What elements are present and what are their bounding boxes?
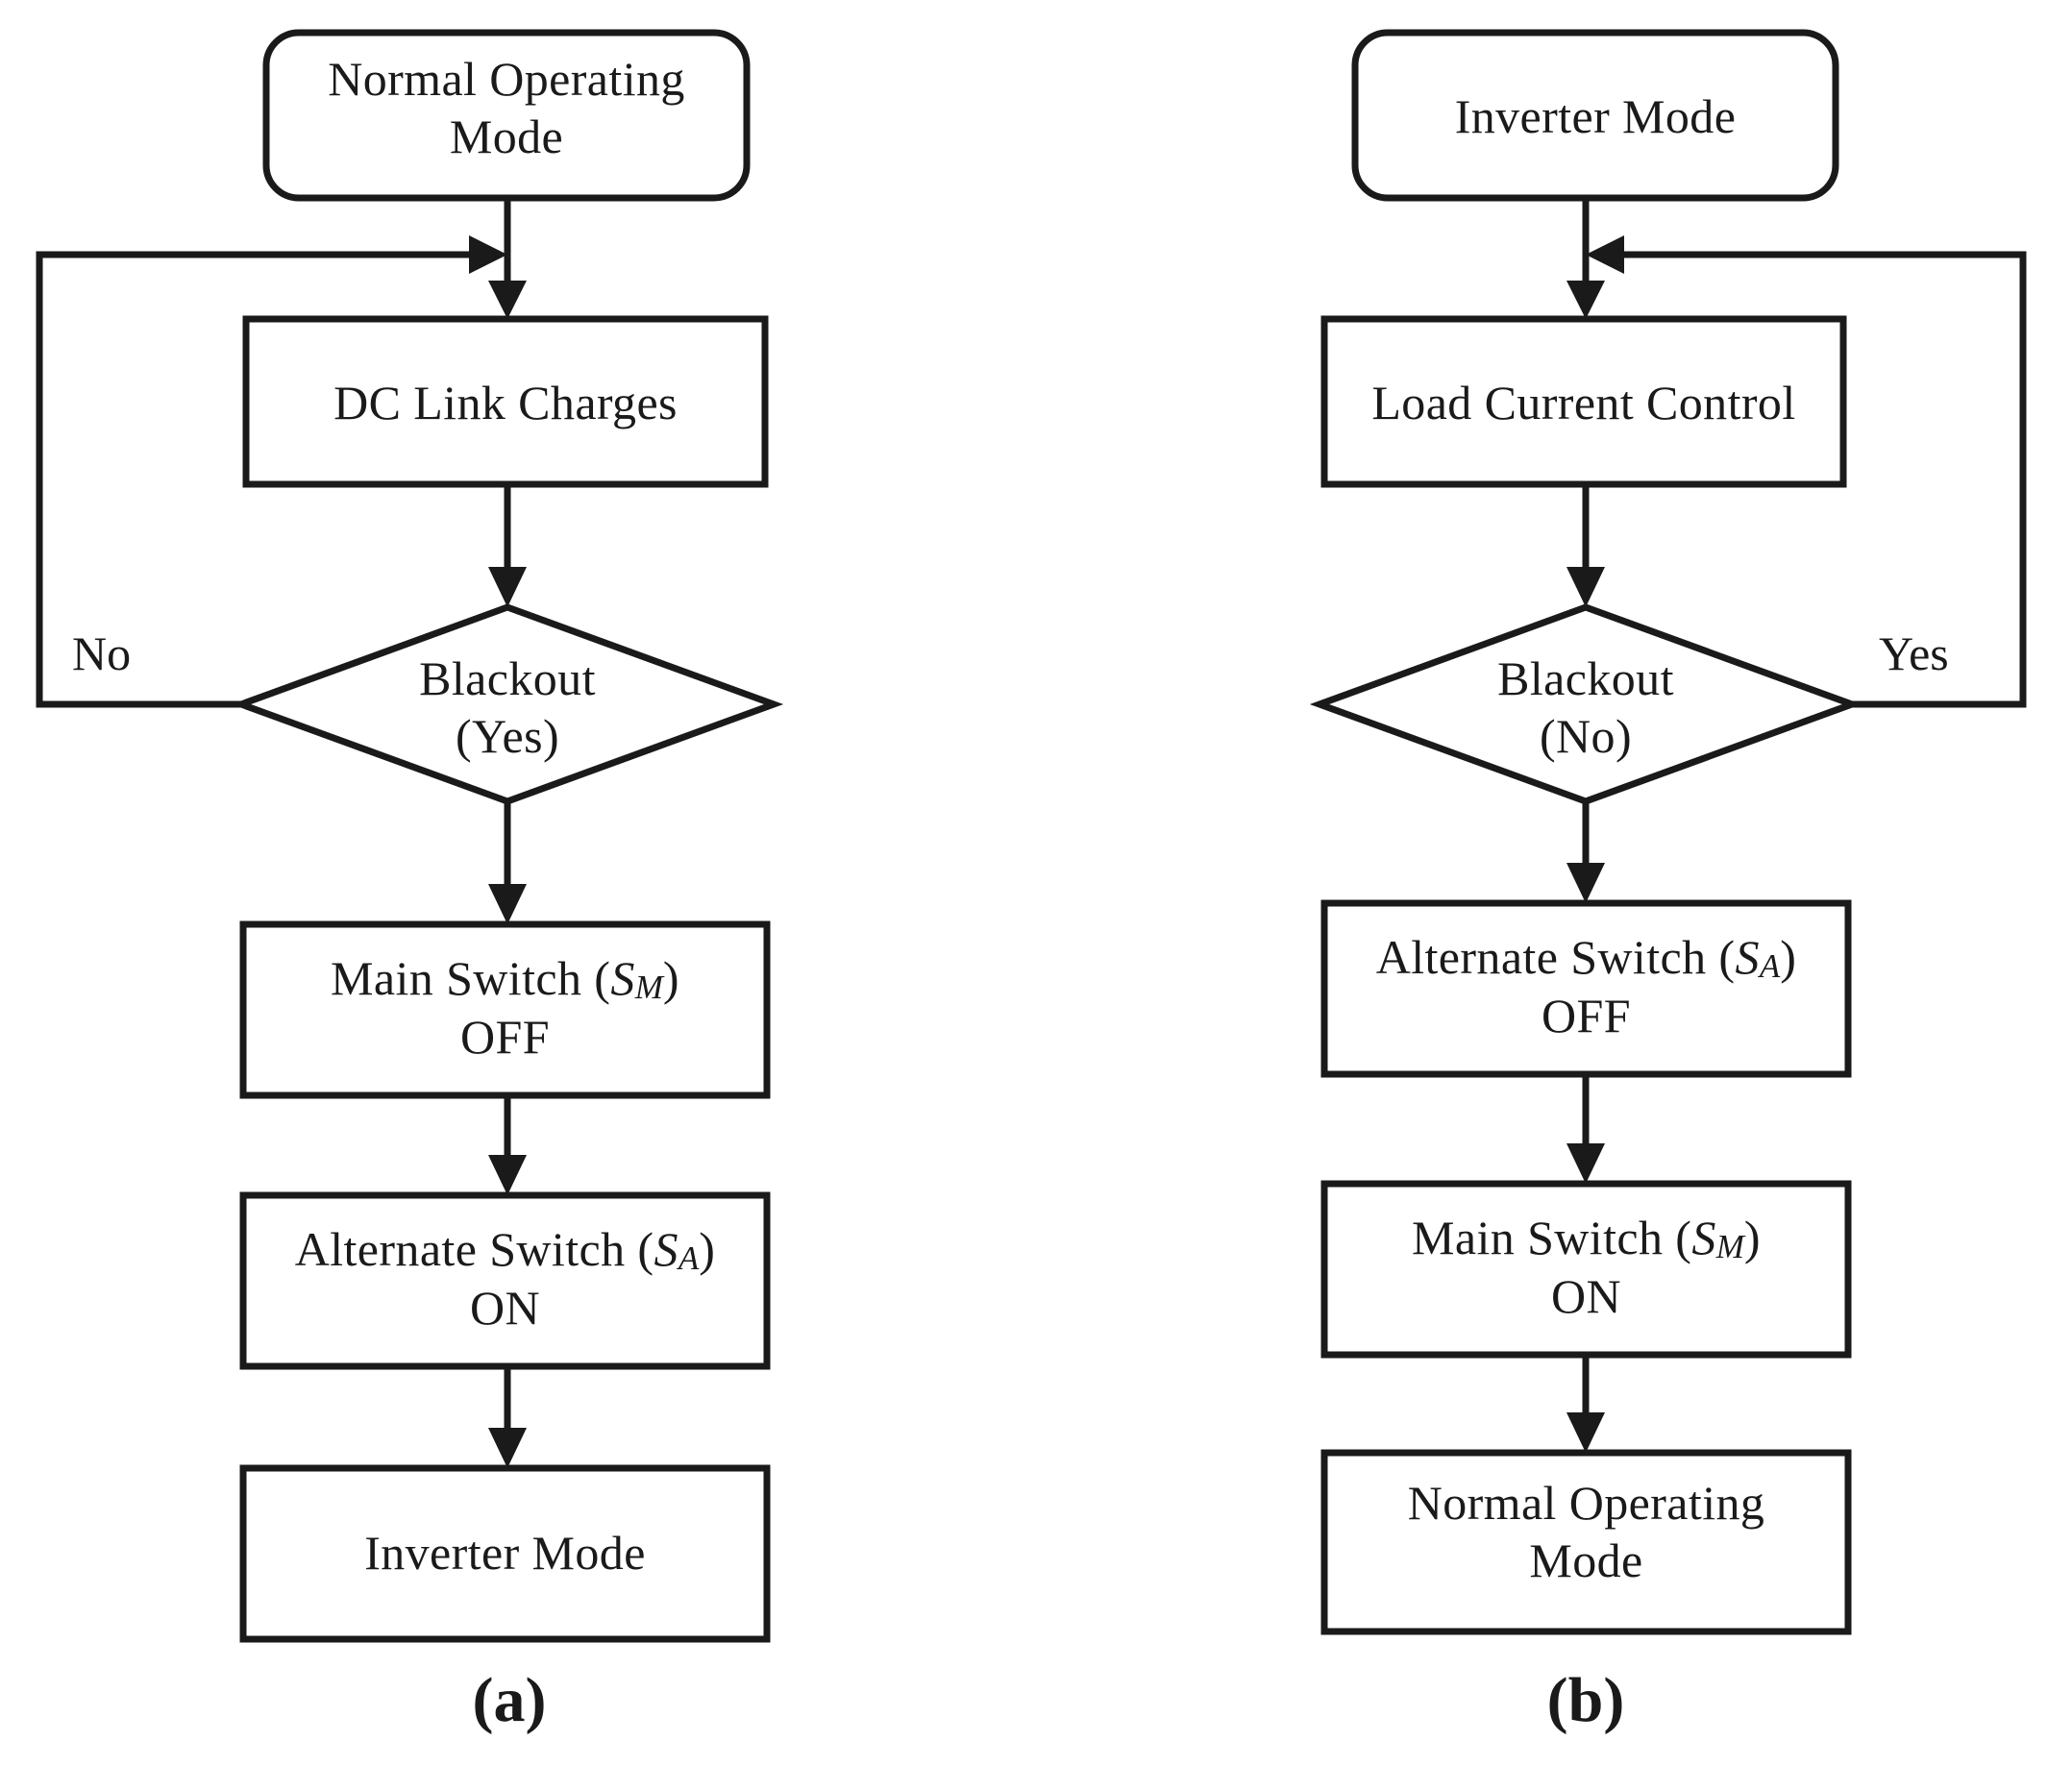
- edge-a1-a2-arrowhead: [488, 281, 527, 319]
- node-a-blackout-line1: Blackout: [419, 651, 596, 705]
- node-b-alternate-switch-off-label: Alternate Switch (SA) OFF: [1324, 928, 1848, 1044]
- node-a-main-switch-off: [239, 920, 771, 1099]
- edge-b5-b6-arrowhead: [1566, 1412, 1605, 1453]
- edge-a4-a5-arrowhead: [488, 1155, 527, 1195]
- edge-a-no-feedback-arrowhead: [469, 235, 507, 274]
- node-a-alternate-switch-on-label: Alternate Switch (SA) ON: [243, 1220, 767, 1337]
- edge-a5-a6-arrowhead: [488, 1428, 527, 1468]
- node-b-blackout-line2: (No): [1539, 709, 1632, 763]
- node-b-inverter-mode-label: Inverter Mode: [1454, 89, 1737, 143]
- node-a-dc-link-charges-label: DC Link Charges: [333, 376, 678, 429]
- node-a-main-switch-pre: Main Switch (: [331, 951, 611, 1005]
- edge-b-yes-label: Yes: [1879, 626, 1949, 680]
- node-b-inverter-mode: [1351, 29, 1839, 202]
- panel-b-caption: (b): [1546, 1665, 1625, 1735]
- edge-b-yes-feedback-arrowhead: [1586, 235, 1624, 274]
- edge-b4-b5-arrowhead: [1566, 1143, 1605, 1184]
- node-b-alt-switch-pre: Alternate Switch (: [1375, 930, 1736, 984]
- edge-a-no-label: No: [72, 626, 132, 680]
- edge-a2-a3-arrowhead: [488, 567, 527, 607]
- node-b-load-current-control-label: Load Current Control: [1371, 376, 1796, 429]
- node-a-blackout-line2: (Yes): [455, 709, 560, 763]
- node-b-load-current-control: [1320, 315, 1847, 488]
- edge-b2-b3-arrowhead: [1566, 567, 1605, 607]
- node-b-blackout-decision-label: Blackout(No): [1394, 650, 1778, 765]
- node-b-main-switch-symbol: SM: [1691, 1211, 1744, 1266]
- node-a-main-switch-subscript: M: [634, 969, 663, 1007]
- node-a-alt-switch-pre: Alternate Switch (: [294, 1222, 654, 1276]
- node-a-alt-switch-symbol: SA: [654, 1222, 700, 1278]
- node-a-blackout-decision-label: Blackout(Yes): [315, 650, 700, 765]
- edge-a3-a4-arrowhead: [488, 884, 527, 924]
- node-a-alt-switch-subscript: A: [678, 1239, 700, 1278]
- edge-b-yes-feedback-path: [1613, 251, 2027, 708]
- node-b-alt-switch-state: OFF: [1542, 989, 1631, 1043]
- node-a-inverter-mode-label: Inverter Mode: [364, 1526, 646, 1580]
- node-b-alt-switch-symbol: SA: [1735, 930, 1781, 986]
- node-a-alternate-switch-on: [239, 1191, 771, 1370]
- node-a-main-switch-symbol: SM: [610, 951, 663, 1007]
- node-b-main-switch-on-label: Main Switch (SM) ON: [1324, 1209, 1848, 1325]
- node-a-alt-switch-state: ON: [469, 1281, 541, 1336]
- edge-b3-b4-arrowhead: [1566, 863, 1605, 903]
- node-b-main-switch-pre: Main Switch (: [1412, 1211, 1692, 1264]
- node-b-blackout-line1: Blackout: [1497, 651, 1674, 705]
- node-b-main-switch-on: [1320, 1180, 1852, 1359]
- node-b-alt-switch-post: ): [1780, 930, 1797, 984]
- node-b-normal-operating-mode-label: Normal Operating Mode: [1407, 1476, 1765, 1587]
- node-b-alternate-switch-off: [1320, 899, 1852, 1078]
- node-b-alt-switch-subscript: A: [1759, 947, 1781, 986]
- node-b-main-switch-post: ): [1743, 1211, 1761, 1264]
- node-a-alt-switch-post: ): [699, 1222, 716, 1276]
- node-a-main-switch-post: ): [662, 951, 679, 1005]
- node-b-main-switch-state: ON: [1550, 1269, 1622, 1324]
- edge-a-no-feedback-path: [36, 251, 481, 708]
- edge-b1-b2-arrowhead: [1566, 281, 1605, 319]
- panel-a-caption: (a): [472, 1665, 547, 1735]
- node-a-main-switch-off-label: Main Switch (SM) OFF: [243, 949, 767, 1066]
- node-b-main-switch-subscript: M: [1715, 1228, 1744, 1266]
- node-a-main-switch-state: OFF: [460, 1010, 550, 1065]
- node-a-inverter-mode: [239, 1464, 771, 1643]
- node-b-normal-operating-mode: [1320, 1449, 1852, 1635]
- node-a-normal-operating-mode-label: Normal Operating Mode: [328, 52, 685, 163]
